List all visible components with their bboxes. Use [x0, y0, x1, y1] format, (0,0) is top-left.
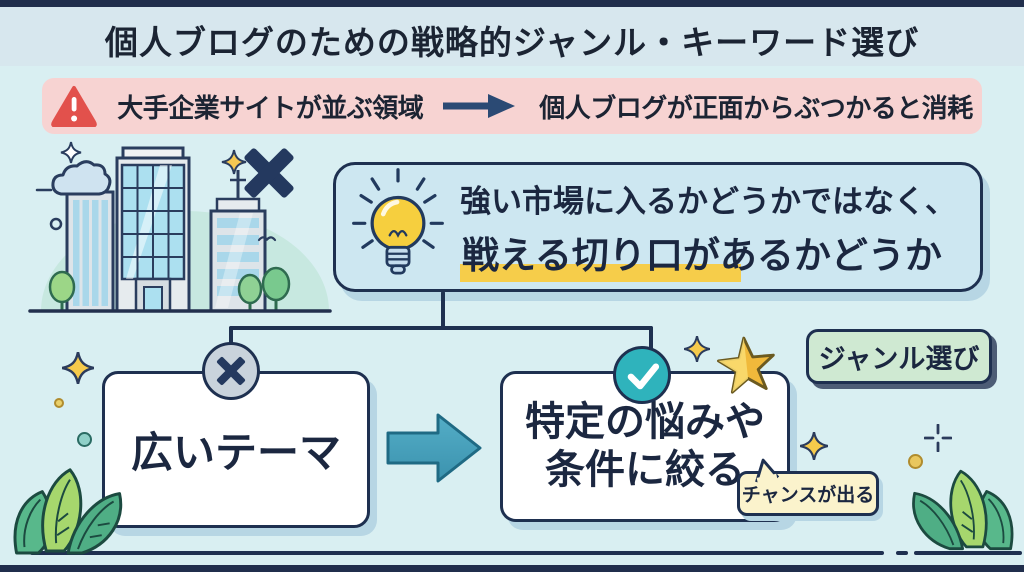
page-title: 個人ブログのための戦略的ジャンル・キーワード選び [104, 24, 920, 61]
warning-text-left: 大手企業サイトが並ぶ領域 [117, 92, 424, 123]
dot-yellow-right [908, 454, 923, 469]
niche-label-line-1: 特定の悩みや [525, 400, 765, 445]
insight-line-2-rest: があるかどうか [682, 234, 942, 276]
genre-tag: ジャンル選び [806, 329, 992, 384]
star-icon [713, 333, 781, 404]
insight-bubble: 強い市場に入るかどうかではなく、 戦える切り口があるかどうか [333, 162, 983, 292]
check-badge [613, 346, 671, 404]
insight-line-2: 戦える切り口があるかどうか [460, 225, 956, 282]
sparkle-icon-left [61, 351, 95, 389]
ground-line-segment-right [914, 551, 1022, 555]
sparkle-icon-right [799, 431, 829, 465]
connector-drop-left [229, 326, 233, 352]
sparkle-icon-top [683, 335, 711, 367]
chance-bubble-tail [755, 458, 780, 483]
dot-yellow-left [54, 398, 64, 408]
cross-icon [238, 142, 300, 209]
city-illustration [25, 138, 337, 320]
bottom-border-strip [0, 565, 1024, 572]
insight-text: 強い市場に入るかどうかではなく、 戦える切り口があるかどうか [460, 176, 956, 282]
reject-badge [202, 342, 260, 400]
connector-branch [229, 326, 653, 330]
plant-right-icon [898, 450, 1018, 561]
chance-bubble: チャンスが出る [737, 458, 879, 516]
top-border-strip [0, 0, 1024, 7]
chance-bubble-label: チャンスが出る [741, 485, 875, 506]
title-band [0, 7, 1024, 66]
arrow-right-icon [443, 92, 519, 120]
insight-highlight: 戦える切り口 [460, 234, 741, 282]
plant-left-icon [6, 452, 140, 561]
dot-teal-left [77, 432, 92, 447]
warning-icon [51, 85, 98, 127]
connector-drop-right [649, 326, 653, 352]
warning-banner: 大手企業サイトが並ぶ領域 個人ブログが正面からぶつかると消耗 [42, 78, 982, 134]
cross-mark-icon [216, 356, 246, 386]
connector-stem [441, 291, 445, 329]
flow-arrow-icon [386, 408, 484, 493]
warning-text-right: 個人ブログが正面からぶつかると消耗 [539, 92, 973, 123]
genre-tag-label: ジャンル選び [818, 344, 980, 374]
lightbulb-icon [350, 166, 446, 288]
ground-line [30, 551, 884, 555]
niche-label-line-2: 条件に絞る [545, 447, 745, 492]
plus-sparkle-icon [923, 423, 953, 457]
check-icon [627, 363, 660, 390]
insight-line-1: 強い市場に入るかどうかではなく、 [460, 183, 956, 219]
broad-theme-label: 広いテーマ [130, 429, 341, 476]
ground-line-dash [896, 551, 908, 555]
